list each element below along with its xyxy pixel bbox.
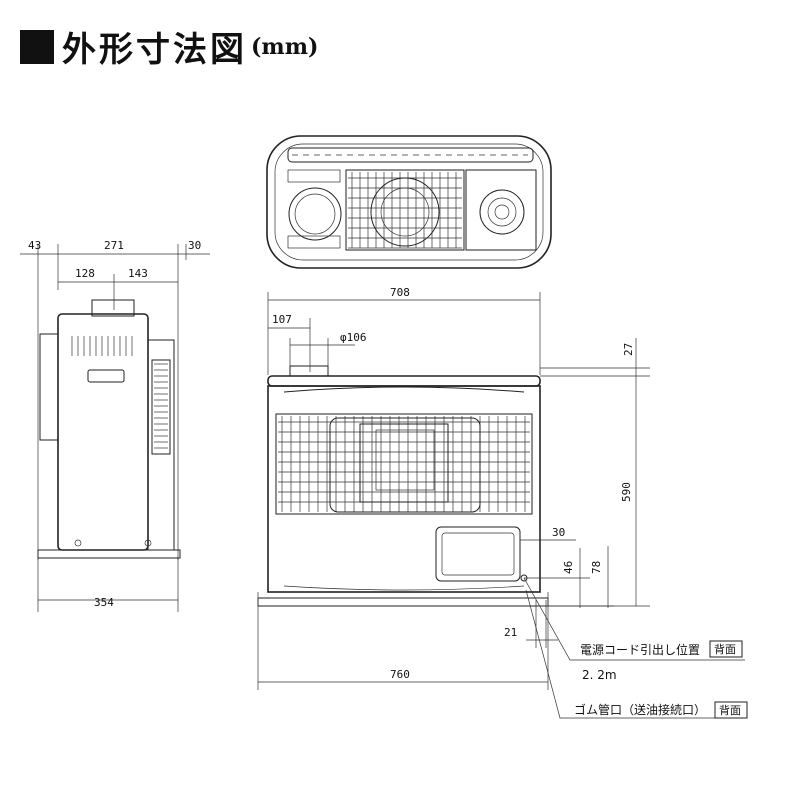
dim-590: 590 [620,482,633,502]
dim-27: 27 [622,343,635,356]
dim-354: 354 [94,596,114,609]
dim-30-side: 30 [188,239,201,252]
title-unit: (mm) [251,33,319,60]
cord-badge: 背面 [714,642,736,656]
dim-43: 43 [28,239,41,252]
title-square-icon [20,29,54,64]
title-text: 外形寸法図 [62,30,247,70]
hose-label: ゴム管口（送油接続口） [574,702,706,717]
dim-30-front: 30 [552,526,565,539]
dim-128: 128 [75,267,95,280]
dim-21: 21 [504,626,517,639]
top-view [266,135,552,269]
dim-708: 708 [390,286,410,299]
front-view: 708 107 φ106 [257,286,745,719]
cord-length: 2. 2m [582,668,617,682]
hose-badge: 背面 [719,703,741,717]
side-view: 43 271 30 128 143 354 [20,239,210,612]
dim-78: 78 [590,561,603,574]
dim-phi106: φ106 [340,331,367,344]
dim-107: 107 [272,313,292,326]
notes: 電源コード引出し位置 背面 2. 2m ゴム管口（送油接続口） 背面 [574,640,748,719]
cord-label: 電源コード引出し位置 [580,642,700,657]
dim-46: 46 [562,561,575,574]
dim-143: 143 [128,267,148,280]
dim-760: 760 [390,668,410,681]
dim-271: 271 [104,239,124,252]
page-title: 外形寸法図 (mm) [20,22,318,71]
